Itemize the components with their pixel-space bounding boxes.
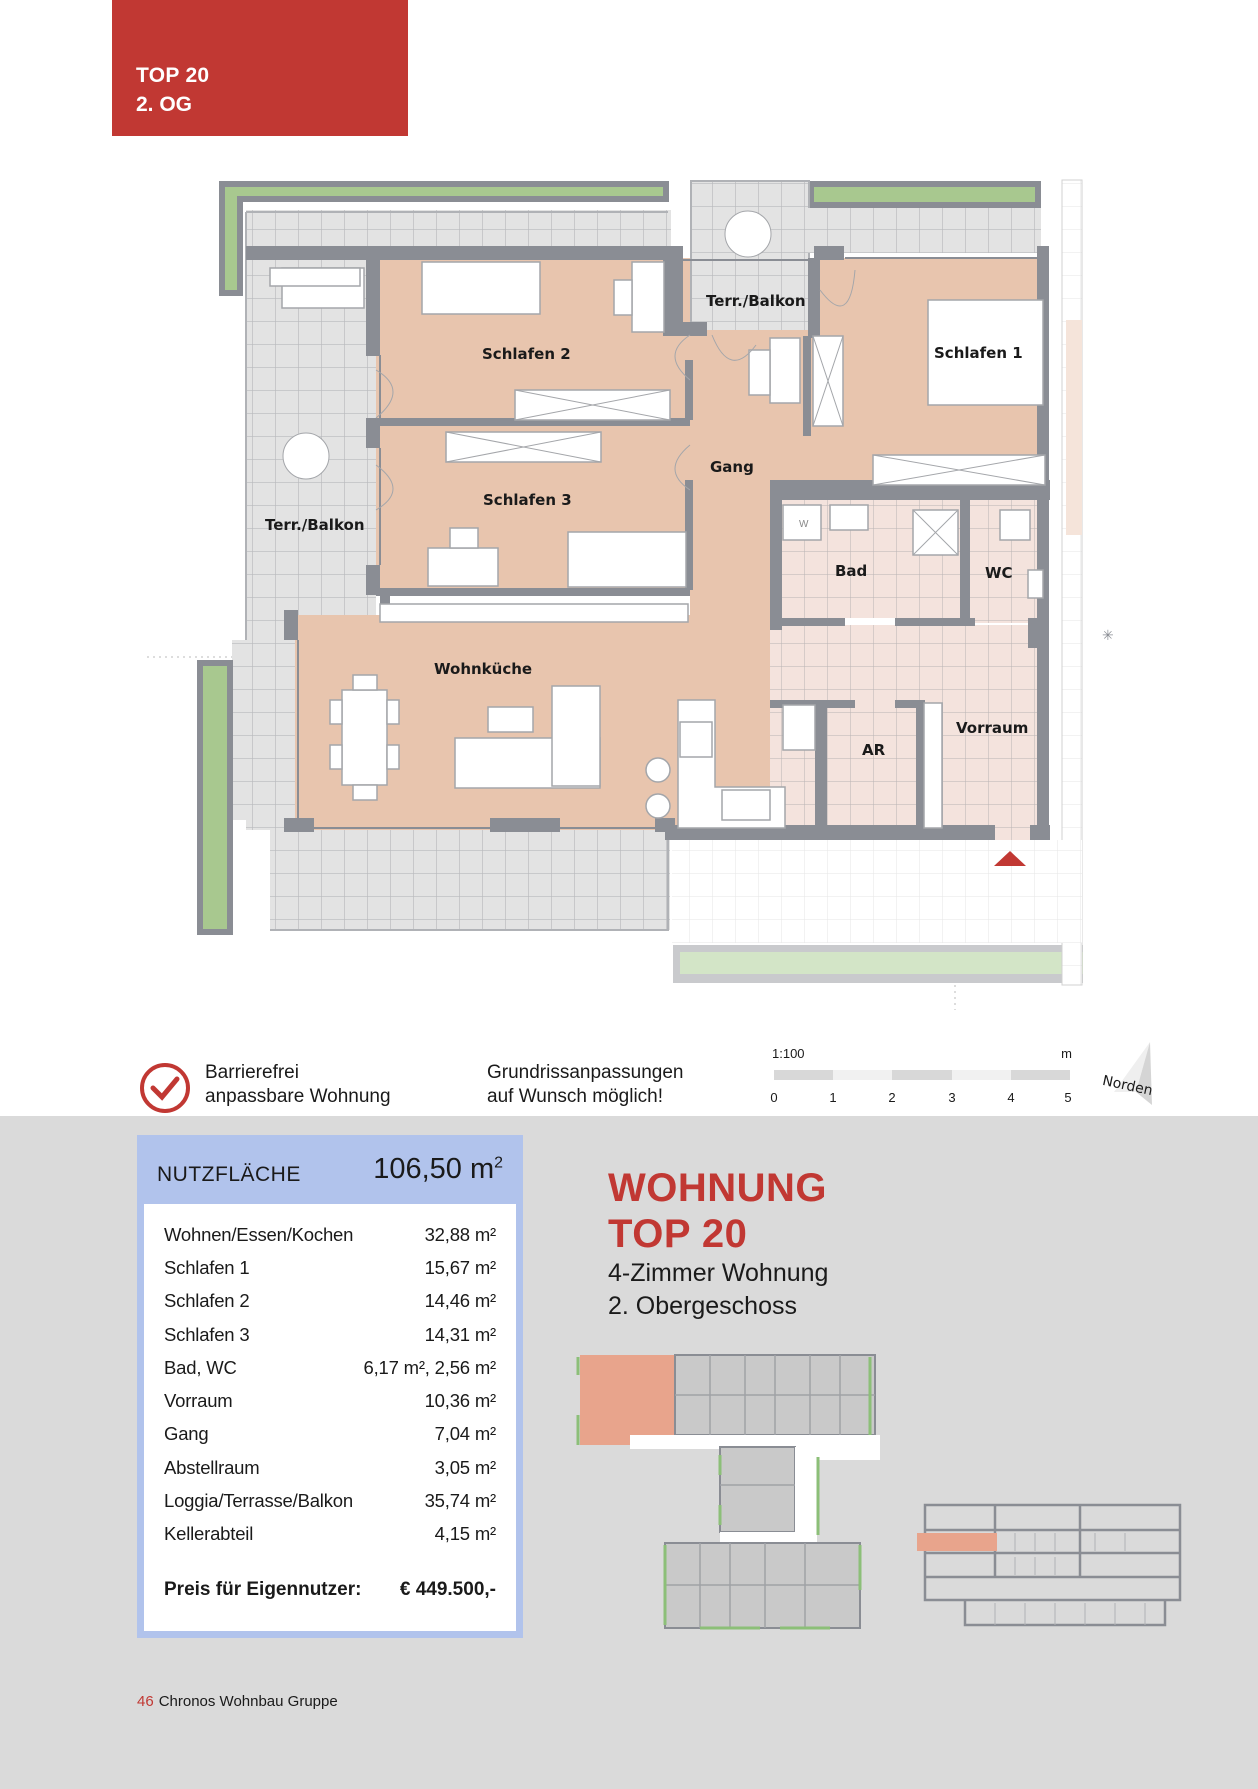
area-row-value: 3,05 m² xyxy=(434,1456,497,1478)
total-area-value: 106,50 m2 xyxy=(373,1153,503,1186)
area-row-label: Kellerabteil xyxy=(164,1523,254,1545)
label-wc: WC xyxy=(985,564,1013,582)
area-row-value: 14,31 m² xyxy=(424,1323,497,1345)
title-line2: TOP 20 xyxy=(608,1212,748,1256)
planter-south xyxy=(673,945,1083,983)
area-row-label: Schlafen 3 xyxy=(164,1323,250,1345)
barrierfree-line1: Barrierefrei xyxy=(205,1062,299,1083)
unit-badge: TOP 20 2. OG xyxy=(112,0,408,136)
scale-tick: 3 xyxy=(948,1090,956,1105)
area-row-label: Gang xyxy=(164,1423,209,1445)
area-row-value: 14,46 m² xyxy=(424,1290,497,1312)
area-row-label: Wohnen/Essen/Kochen xyxy=(164,1223,354,1245)
label-terrace-north: Terr./Balkon xyxy=(706,292,806,310)
title-line1: WOHNUNG xyxy=(608,1166,828,1210)
price-label: Preis für Eigennutzer: xyxy=(164,1579,362,1600)
area-row-value: 4,15 m² xyxy=(434,1523,497,1545)
planter-north-west xyxy=(219,181,669,296)
scale-unit: m xyxy=(1061,1046,1072,1061)
floor-plan: ✳ W Schlafen 2 Schlafen 3 Schlafen 1 Ter… xyxy=(147,179,1114,1010)
company-name: Chronos Wohnbau Gruppe xyxy=(158,1693,338,1710)
scale-tick: 1 xyxy=(829,1090,837,1105)
area-row: Bad, WC 6,17 m², 2,56 m² xyxy=(164,1351,496,1384)
north-arrow: Norden xyxy=(1098,1020,1178,1110)
label-vorraum: Vorraum xyxy=(956,719,1028,737)
total-area-number: 106,50 m xyxy=(373,1153,495,1185)
area-row-label: Schlafen 2 xyxy=(164,1290,250,1312)
area-row-label: Vorraum xyxy=(164,1390,233,1412)
area-row-value: 32,88 m² xyxy=(424,1223,497,1245)
adjust-line1: Grundrissanpassungen xyxy=(487,1062,684,1083)
label-wohnkueche: Wohnküche xyxy=(434,660,532,678)
barrierfree-note: Barrierefrei anpassbare Wohnung xyxy=(205,1061,391,1109)
area-row: Kellerabteil 4,15 m² xyxy=(164,1518,496,1551)
washer-label: W xyxy=(799,519,809,530)
adjustments-note: Grundrissanpassungen auf Wunsch möglich! xyxy=(487,1061,683,1109)
entrance-area xyxy=(672,840,1082,943)
area-row: Abstellraum 3,05 m² xyxy=(164,1451,496,1484)
planter-west xyxy=(197,660,233,935)
room-ar xyxy=(827,705,917,840)
area-row: Vorraum 10,36 m² xyxy=(164,1384,496,1417)
area-row-label: Abstellraum xyxy=(164,1456,260,1478)
scale-tick: 5 xyxy=(1064,1090,1072,1105)
walls xyxy=(246,246,1050,840)
area-row-value: 35,74 m² xyxy=(424,1490,497,1512)
total-area-sup: 2 xyxy=(494,1154,503,1172)
label-bad: Bad xyxy=(835,562,867,580)
area-row-value: 10,36 m² xyxy=(424,1390,497,1412)
label-schlafen-2: Schlafen 2 xyxy=(482,345,571,363)
entrance-marker-icon xyxy=(994,851,1026,866)
unit-title: WOHNUNG TOP 20 4-Zimmer Wohnung 2. Oberg… xyxy=(608,1165,828,1323)
area-row-label: Schlafen 1 xyxy=(164,1256,250,1278)
label-terrace-west: Terr./Balkon xyxy=(265,516,365,534)
unit-type: 4-Zimmer Wohnung xyxy=(608,1259,829,1287)
area-row: Gang 7,04 m² xyxy=(164,1418,496,1451)
north-arrow-icon xyxy=(1114,1042,1152,1105)
area-row: Wohnen/Essen/Kochen 32,88 m² xyxy=(164,1218,496,1251)
unit-number: TOP 20 xyxy=(136,64,210,87)
price-row: Preis für Eigennutzer: € 449.500,- xyxy=(164,1579,496,1601)
area-row-value: 15,67 m² xyxy=(424,1256,497,1278)
area-row-label: Bad, WC xyxy=(164,1356,237,1378)
area-row: Schlafen 3 14,31 m² xyxy=(164,1318,496,1351)
total-area-label: NUTZFLÄCHE xyxy=(157,1163,301,1186)
unit-floor: 2. Obergeschoss xyxy=(608,1292,797,1320)
area-table: NUTZFLÄCHE 106,50 m2 Wohnen/Essen/Kochen… xyxy=(137,1135,523,1638)
area-row: Schlafen 2 14,46 m² xyxy=(164,1285,496,1318)
scale-tick: 2 xyxy=(888,1090,896,1105)
key-plan xyxy=(576,1354,880,1630)
label-ar: AR xyxy=(862,741,886,759)
adjust-line2: auf Wunsch möglich! xyxy=(487,1086,664,1107)
fridge-icon: ✳ xyxy=(1102,627,1114,643)
label-schlafen-1: Schlafen 1 xyxy=(934,344,1023,362)
check-circle-icon xyxy=(140,1063,190,1113)
section-plan xyxy=(917,1503,1182,1627)
scale-tick: 0 xyxy=(770,1090,778,1105)
area-row-label: Loggia/Terrasse/Balkon xyxy=(164,1490,353,1512)
area-row-value: 6,17 m², 2,56 m² xyxy=(363,1356,496,1378)
area-row: Loggia/Terrasse/Balkon 35,74 m² xyxy=(164,1484,496,1517)
price-value: € 449.500,- xyxy=(399,1579,496,1600)
area-row-value: 7,04 m² xyxy=(434,1423,497,1445)
scale-ratio: 1:100 xyxy=(772,1046,805,1061)
label-schlafen-3: Schlafen 3 xyxy=(483,491,572,509)
barrierfree-line2: anpassbare Wohnung xyxy=(205,1086,391,1107)
area-row: Schlafen 1 15,67 m² xyxy=(164,1251,496,1284)
planter-north-east xyxy=(808,181,1041,208)
page-number: 46 xyxy=(137,1693,154,1710)
floor-label: 2. OG xyxy=(136,93,193,116)
scale-tick: 4 xyxy=(1007,1090,1015,1105)
area-table-header: NUTZFLÄCHE 106,50 m2 xyxy=(157,1153,503,1193)
scale-bar: 1:100 m 0 1 2 3 4 5 xyxy=(770,1044,1072,1114)
furniture xyxy=(269,261,1046,829)
label-gang: Gang xyxy=(710,458,754,476)
